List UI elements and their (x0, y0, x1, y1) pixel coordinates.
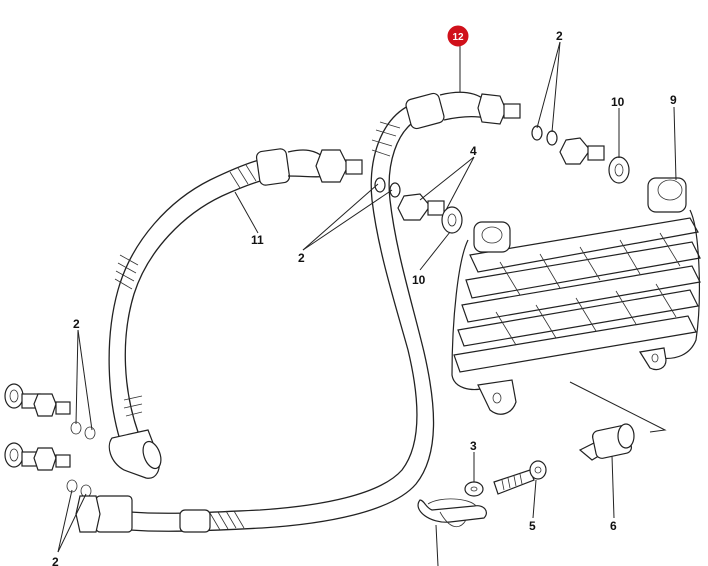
oil-cooler (451, 177, 701, 415)
cooler-fins (453, 217, 701, 373)
callout-12: 12 (452, 32, 464, 43)
washer-10-top (608, 156, 630, 184)
callout-9: 9 (670, 93, 677, 107)
seal-rings-mid (374, 177, 401, 198)
callout-2-left-top: 2 (73, 317, 80, 331)
left-fitting-upper (4, 383, 96, 440)
hose-clip (417, 498, 487, 528)
callout-2-left-bottom: 2 (52, 555, 59, 566)
callout-leaders (57, 41, 677, 553)
adapter-6 (578, 423, 635, 461)
callout-labels: 2 10 9 12 4 11 2 10 2 2 3 5 6 (52, 25, 677, 566)
left-fitting-lower (4, 442, 92, 498)
hose-12 (75, 91, 521, 533)
callout-11: 11 (251, 233, 264, 247)
callout-5: 5 (529, 519, 536, 533)
callout-10-top: 10 (611, 95, 625, 109)
union-connector-top (559, 137, 605, 165)
washer-3 (464, 481, 484, 497)
union-connector-mid (397, 193, 445, 221)
callout-2-top: 2 (556, 29, 563, 43)
callout-3: 3 (470, 439, 477, 453)
seal-rings-top (531, 125, 558, 146)
hose-11 (108, 148, 363, 479)
bolt-5 (493, 460, 547, 495)
callout-6: 6 (610, 519, 617, 533)
washer-10-mid (441, 206, 463, 234)
callout-4: 4 (470, 144, 477, 158)
callout-2-mid: 2 (298, 251, 305, 265)
assembly-guide-lines (435, 381, 667, 566)
callout-10-mid: 10 (412, 273, 426, 287)
callout-12-highlight: 12 (447, 25, 469, 47)
